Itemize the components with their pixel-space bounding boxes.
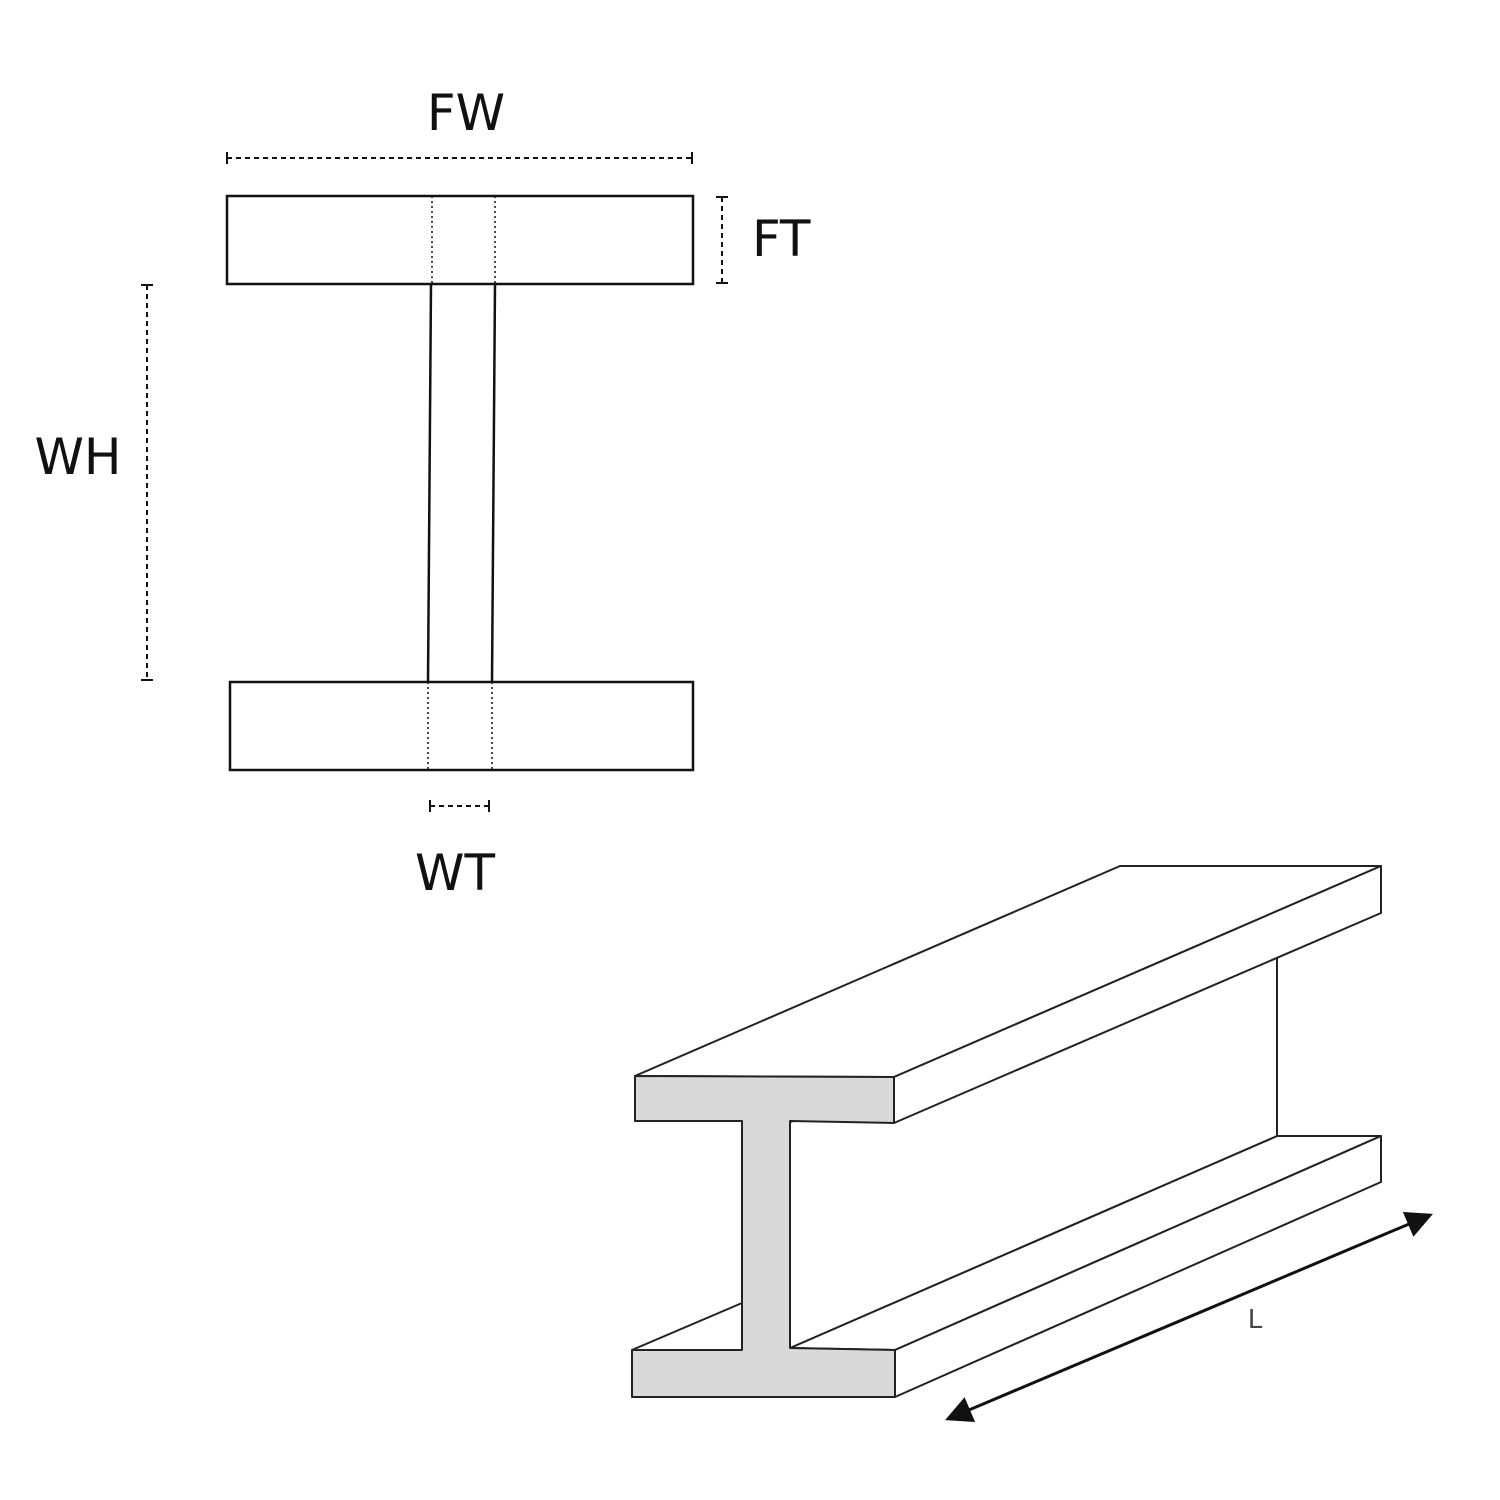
flange-width-label: FW xyxy=(427,84,505,142)
length-arrow xyxy=(945,1211,1433,1423)
top-flange xyxy=(225,194,695,286)
front-cross-section-face xyxy=(631,1075,896,1398)
web xyxy=(426,283,497,683)
web-height-dimension: WH xyxy=(34,284,153,681)
cross-section-view: FW FT WH WT xyxy=(34,84,810,902)
length-label: L xyxy=(1248,1305,1263,1335)
isometric-beam-view: L xyxy=(631,865,1433,1423)
length-dimension: L xyxy=(945,1211,1433,1423)
web-height-label: WH xyxy=(34,428,121,486)
web-thickness-dimension: WT xyxy=(415,800,495,902)
web-thickness-label: WT xyxy=(415,844,495,902)
bottom-flange-left-face xyxy=(631,1302,743,1351)
bottom-flange xyxy=(228,680,695,772)
flange-width-dimension: FW xyxy=(226,84,693,164)
flange-thickness-label: FT xyxy=(752,210,811,268)
flange-thickness-dimension: FT xyxy=(716,196,811,284)
